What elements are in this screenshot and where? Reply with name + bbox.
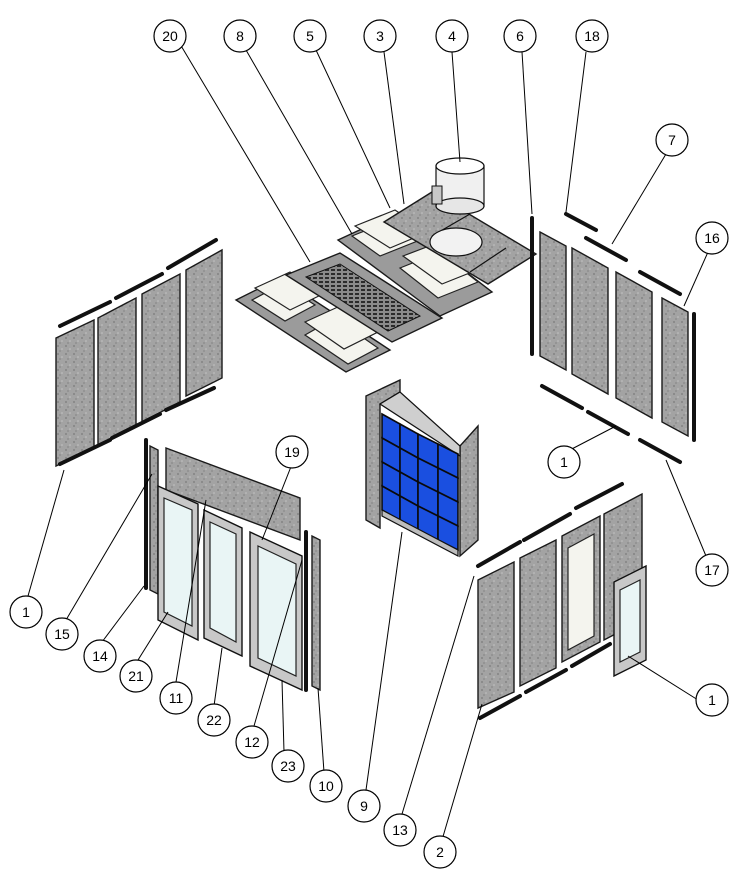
callout-9: 9 bbox=[347, 789, 381, 823]
svg-text:20: 20 bbox=[162, 28, 178, 44]
callout-3: 3 bbox=[363, 19, 397, 53]
callout-17: 17 bbox=[695, 553, 729, 587]
svg-text:23: 23 bbox=[280, 758, 296, 774]
svg-text:14: 14 bbox=[92, 648, 108, 664]
callout-13: 13 bbox=[383, 813, 417, 847]
callout-14: 14 bbox=[83, 639, 117, 673]
callout-22: 22 bbox=[197, 703, 231, 737]
roof-assembly bbox=[234, 157, 538, 373]
callout-20: 20 bbox=[153, 19, 187, 53]
exhaust-fan bbox=[431, 157, 485, 215]
left-wall-assembly bbox=[55, 238, 223, 468]
svg-text:11: 11 bbox=[169, 690, 184, 706]
callout-5: 5 bbox=[293, 19, 327, 53]
svg-text:6: 6 bbox=[516, 28, 524, 44]
svg-text:21: 21 bbox=[128, 668, 144, 684]
svg-text:4: 4 bbox=[448, 28, 456, 44]
svg-text:7: 7 bbox=[668, 132, 676, 148]
callout-2: 2 bbox=[423, 835, 457, 869]
light-fixture-left bbox=[234, 271, 392, 373]
svg-text:10: 10 bbox=[318, 778, 334, 794]
fan-opening bbox=[429, 227, 483, 257]
callout-8: 8 bbox=[223, 19, 257, 53]
front-door-assembly bbox=[144, 438, 321, 692]
svg-text:3: 3 bbox=[376, 28, 384, 44]
callout-23: 23 bbox=[271, 749, 305, 783]
grille-mesh bbox=[304, 263, 422, 332]
callout-19: 19 bbox=[275, 435, 309, 469]
svg-text:19: 19 bbox=[284, 444, 300, 460]
svg-text:12: 12 bbox=[244, 734, 260, 750]
callout-1-right: 1 bbox=[547, 445, 581, 479]
callout-16: 16 bbox=[695, 221, 729, 255]
svg-text:9: 9 bbox=[360, 798, 368, 814]
callout-21: 21 bbox=[119, 659, 153, 693]
callout-15: 15 bbox=[45, 617, 79, 651]
svg-text:5: 5 bbox=[306, 28, 314, 44]
svg-text:1: 1 bbox=[708, 692, 716, 708]
callout-1-left: 1 bbox=[9, 595, 43, 629]
callout-6: 6 bbox=[503, 19, 537, 53]
svg-text:13: 13 bbox=[392, 822, 408, 838]
svg-text:1: 1 bbox=[560, 454, 568, 470]
callout-10: 10 bbox=[309, 769, 343, 803]
filter-wall bbox=[365, 378, 479, 558]
svg-text:18: 18 bbox=[584, 28, 600, 44]
callout-12: 12 bbox=[235, 725, 269, 759]
callouts: 20 8 5 3 4 6 18 7 16 1 17 1 15 14 21 11 … bbox=[9, 19, 729, 869]
side-wall-assembly bbox=[476, 482, 647, 720]
callout-18: 18 bbox=[575, 19, 609, 53]
svg-text:1: 1 bbox=[22, 604, 30, 620]
svg-text:16: 16 bbox=[704, 230, 720, 246]
svg-text:2: 2 bbox=[436, 844, 444, 860]
right-wall-assembly bbox=[530, 212, 696, 464]
svg-text:8: 8 bbox=[236, 28, 244, 44]
svg-text:17: 17 bbox=[704, 562, 720, 578]
callout-7: 7 bbox=[655, 123, 689, 157]
svg-text:22: 22 bbox=[206, 712, 222, 728]
callout-4: 4 bbox=[435, 19, 469, 53]
svg-text:15: 15 bbox=[54, 626, 70, 642]
callout-1-lower-right: 1 bbox=[695, 683, 729, 717]
callout-11: 11 bbox=[159, 681, 193, 715]
